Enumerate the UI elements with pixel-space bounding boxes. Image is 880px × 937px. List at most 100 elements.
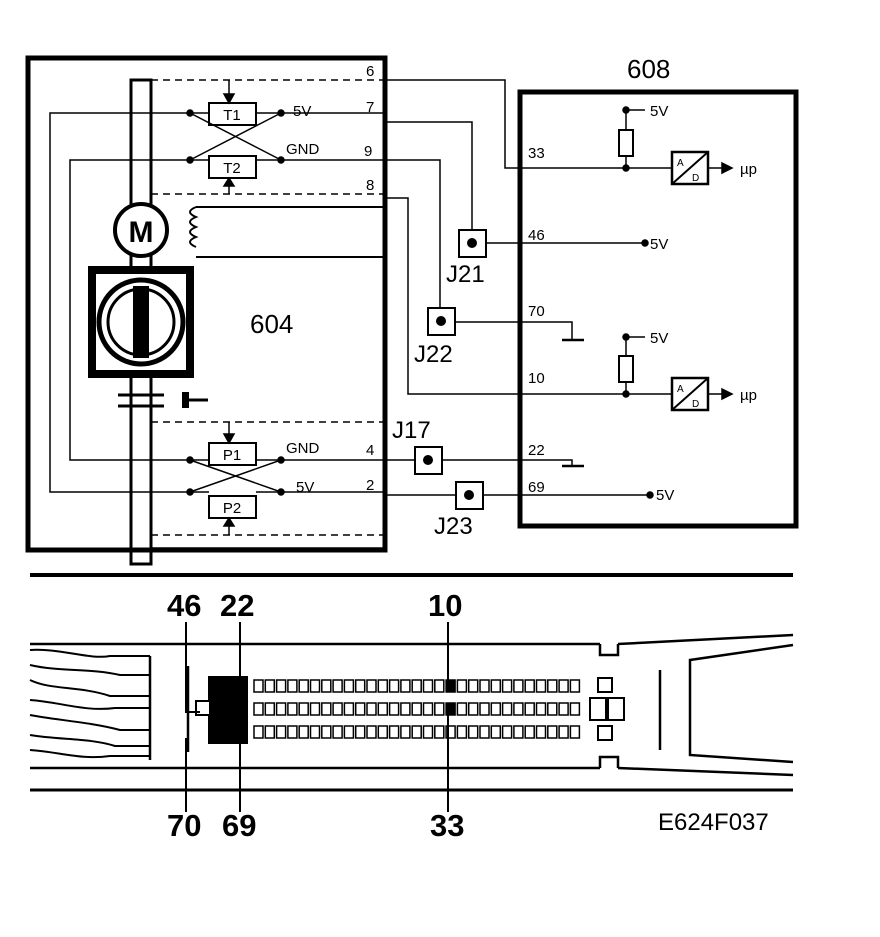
connector-pin-cell xyxy=(253,679,264,693)
connector-pin-cell xyxy=(275,702,287,716)
connector-pin-cell xyxy=(547,702,558,716)
connector-pin-cell xyxy=(547,679,558,693)
connector-pin-cell xyxy=(377,679,389,693)
connector-pin-cell xyxy=(400,679,411,693)
connector-pin-cell xyxy=(513,702,524,716)
connector-j22-label: J22 xyxy=(414,341,453,368)
connector-pin-cell xyxy=(287,679,298,693)
connector-pin-cell xyxy=(377,725,389,739)
ref-label-33: 33 xyxy=(430,808,464,843)
sensor-p1-label: P1 xyxy=(223,447,241,464)
connector-pin-cell xyxy=(343,679,355,693)
connector-pin-cell xyxy=(332,679,343,693)
connector-pin-cell xyxy=(298,725,309,739)
ad-mid-a: A xyxy=(677,384,684,395)
connector-pin-cell xyxy=(535,702,547,716)
connector-pin-cell xyxy=(332,702,343,716)
connector-pin-cell xyxy=(411,702,422,716)
pin-46-line xyxy=(486,239,649,247)
connector-pin-cell xyxy=(411,725,422,739)
p2-supply-label: 5V xyxy=(296,479,314,496)
connector-pin-cell xyxy=(524,725,535,739)
connector-j23-label: J23 xyxy=(434,513,473,540)
connector-pin-cell xyxy=(321,725,332,739)
connector-pin-cell xyxy=(422,679,434,693)
pin-69-line xyxy=(482,491,654,499)
ref-label-69: 69 xyxy=(222,808,256,843)
ref-label-46: 46 xyxy=(167,588,201,623)
t2-ground-label: GND xyxy=(286,141,320,158)
connector-pin-cell xyxy=(275,679,287,693)
connector-pin-cell xyxy=(445,679,456,693)
connector-pin-cell xyxy=(298,702,309,716)
connector-pin-cell xyxy=(547,725,558,739)
connector-end-pins xyxy=(589,677,625,741)
sensor-t2: T2 xyxy=(208,155,257,179)
motor-symbol xyxy=(113,202,169,258)
connector-pin-cell xyxy=(253,725,264,739)
gear-wheel xyxy=(96,277,186,367)
connector-j21: J21 xyxy=(446,229,487,288)
connector-pin-cell xyxy=(287,725,298,739)
connector-pin-cell xyxy=(332,725,343,739)
connector-pin-cell xyxy=(434,725,445,739)
connector-j22: J22 xyxy=(414,307,456,368)
ref-label-70: 70 xyxy=(167,808,201,843)
sensor-t2-label: T2 xyxy=(223,160,241,177)
connector-housing xyxy=(30,633,794,792)
connector-j17-label: J17 xyxy=(392,417,431,444)
connector-pin-cell xyxy=(479,679,490,693)
sensor-p2-label: P2 xyxy=(223,500,241,517)
pin-604-8: 8 xyxy=(366,177,374,194)
connector-key-block xyxy=(208,676,248,744)
sensor-t1-label: T1 xyxy=(223,107,241,124)
ecu-mid-5v: 5V xyxy=(650,330,668,347)
pin-608-46: 46 xyxy=(528,227,545,244)
connector-pin-cell xyxy=(513,725,524,739)
connector-pin-cell xyxy=(445,702,456,716)
ad-mid-d: D xyxy=(692,399,699,410)
ecu-top-mu: µp xyxy=(740,161,757,178)
connector-pin-cell xyxy=(264,679,276,693)
connector-pin-cell xyxy=(321,679,332,693)
connector-pin-cell xyxy=(479,725,490,739)
connector-pin-cell xyxy=(535,679,547,693)
connector-pin-cell xyxy=(569,725,581,739)
module-608-label: 608 xyxy=(627,54,670,84)
connector-pin-cell xyxy=(264,702,276,716)
pin-604-2: 2 xyxy=(366,477,374,494)
connector-pin-cell xyxy=(388,702,400,716)
connector-pin-cell xyxy=(388,725,400,739)
ecu-connector-view: 46 22 10 70 69 33 xyxy=(29,588,794,843)
ecu-top-5v: 5V xyxy=(650,103,668,120)
connector-pin-cell xyxy=(558,725,569,739)
t1-supply-label: 5V xyxy=(293,103,311,120)
connector-pin-cell xyxy=(558,702,569,716)
pin-608-33: 33 xyxy=(528,145,545,162)
pin-22-line xyxy=(440,459,584,468)
connector-pin-cell xyxy=(287,702,298,716)
pin-608-70: 70 xyxy=(528,303,545,320)
connector-pin-cell xyxy=(524,702,535,716)
ecu-low-5v: 5V xyxy=(656,487,674,504)
connector-j21-label: J21 xyxy=(446,261,485,288)
pin-604-4: 4 xyxy=(366,442,374,459)
connector-pin-cell xyxy=(309,679,321,693)
connector-pin-cell xyxy=(445,725,456,739)
connector-pin-cell xyxy=(422,702,434,716)
connector-pin-cell xyxy=(264,725,276,739)
ecu-46-5v: 5V xyxy=(650,236,668,253)
ecu-mid-mu: µp xyxy=(740,387,757,404)
connector-pin-cell xyxy=(501,679,513,693)
pin-rows xyxy=(253,679,581,739)
figure-code: E624F037 xyxy=(658,809,769,836)
sensor-p-wiring xyxy=(151,421,383,549)
connector-j17: J17 xyxy=(392,417,443,475)
motor-label: M xyxy=(129,216,154,249)
connector-pin-cell xyxy=(321,702,332,716)
connector-pin-cell xyxy=(343,725,355,739)
ref-label-22: 22 xyxy=(220,588,254,623)
pin-608-69: 69 xyxy=(528,479,545,496)
connector-pin-cell xyxy=(434,679,445,693)
callout-lines xyxy=(185,622,449,812)
